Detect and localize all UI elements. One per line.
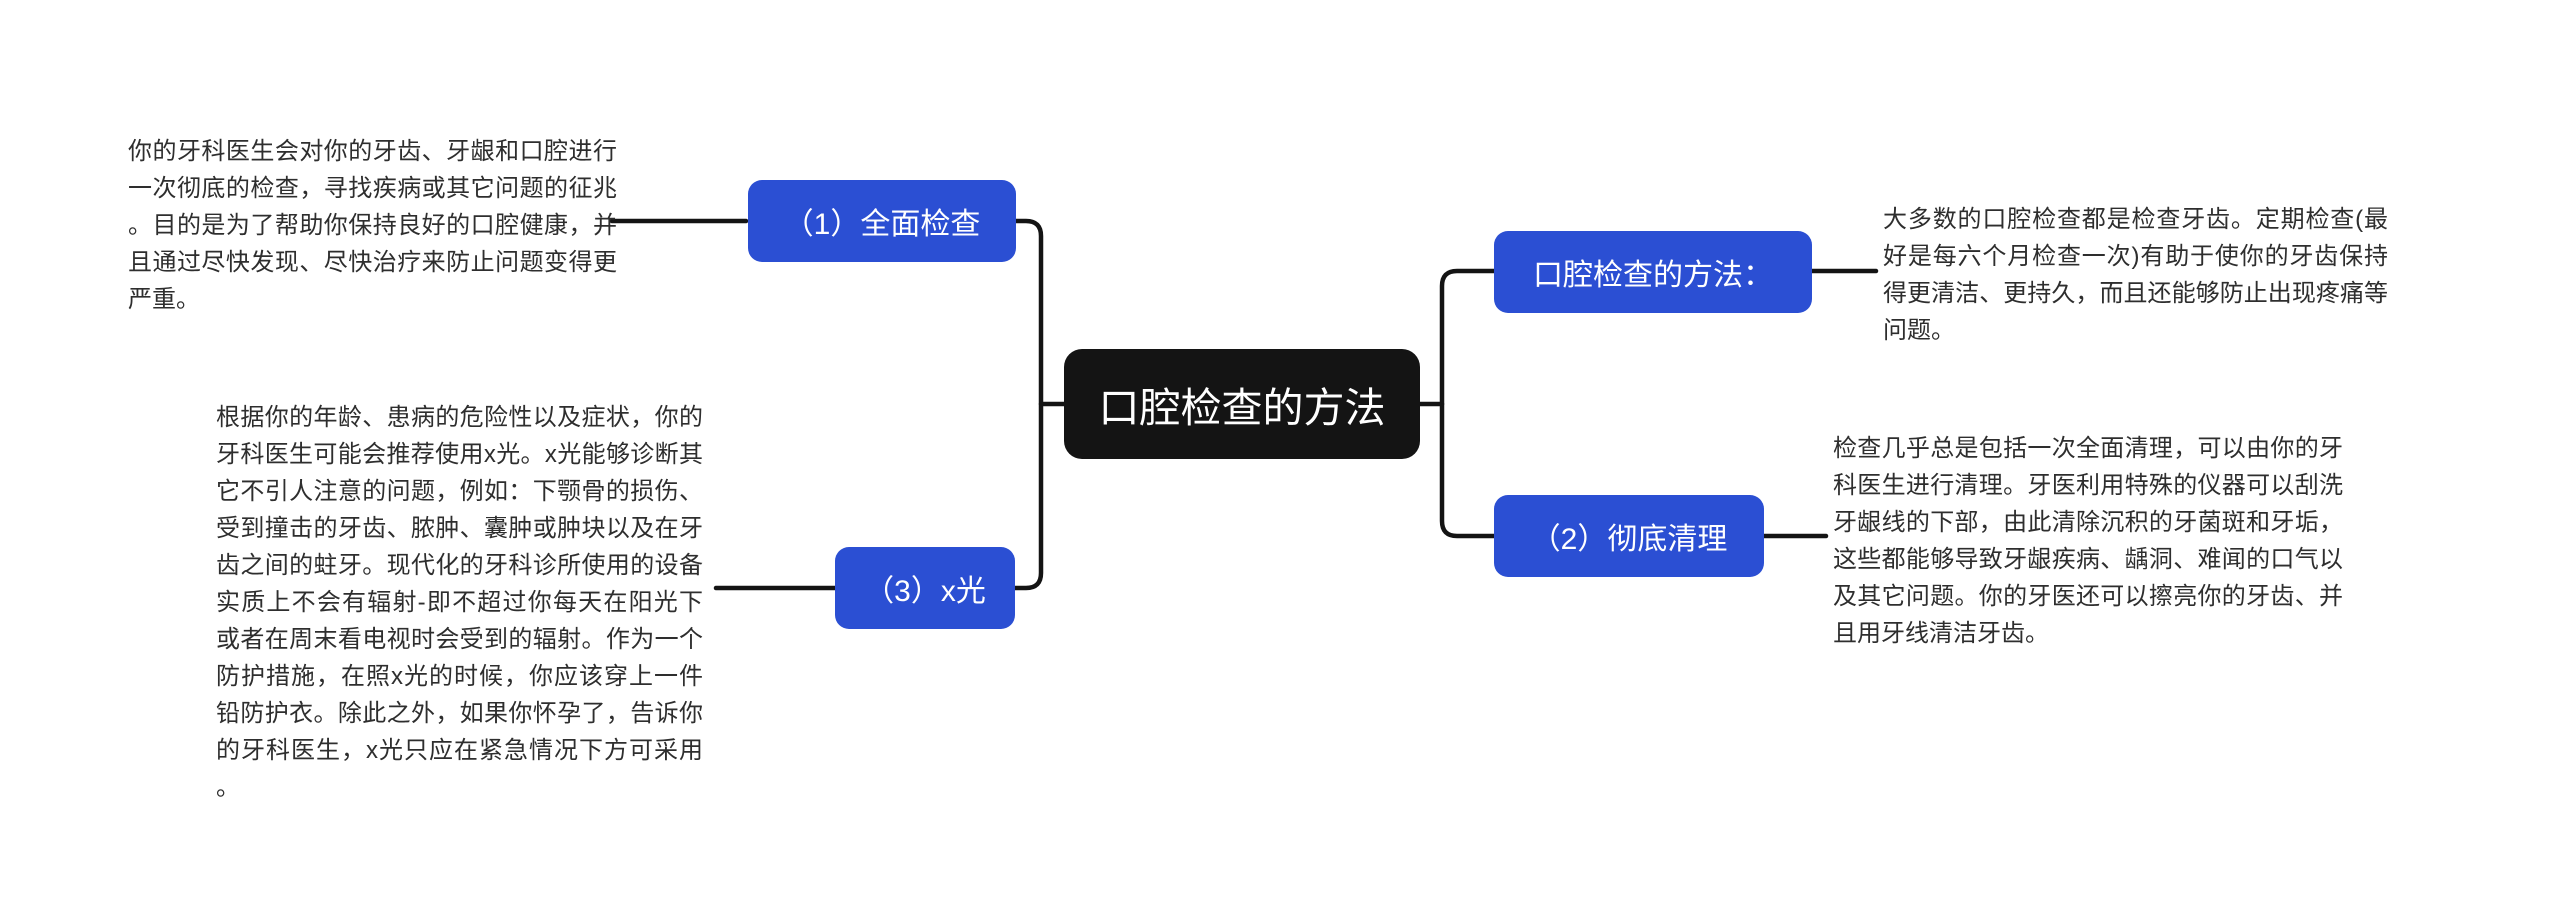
node-cleaning-label: （2）彻底清理	[1530, 523, 1728, 556]
node-xray: （3）x光	[835, 547, 1015, 629]
node-root: 口腔检查的方法	[1064, 349, 1420, 459]
node-cleaning: （2）彻底清理	[1494, 495, 1764, 577]
note-xray: 根据你的年龄、患病的危险性以及症状，你的牙科医生可能会推荐使用x光。x光能够诊断…	[216, 404, 703, 801]
node-full-exam: （1）全面检查	[748, 180, 1016, 262]
node-root-label: 口腔检查的方法	[1098, 385, 1386, 431]
node-methods: 口腔检查的方法：	[1494, 231, 1812, 313]
node-full-exam-label: （1）全面检查	[783, 208, 981, 241]
connector-full-exam-to-xray	[1010, 218, 1044, 591]
note-cleaning: 检查几乎总是包括一次全面清理，可以由你的牙科医生进行清理。牙医利用特殊的仪器可以…	[1833, 435, 2343, 647]
node-methods-label: 口腔检查的方法：	[1533, 259, 1773, 292]
note-methods: 大多数的口腔检查都是检查牙齿。定期检查(最好是每六个月检查一次)有助于使你的牙齿…	[1883, 206, 2388, 344]
note-full-exam: 你的牙科医生会对你的牙齿、牙龈和口腔进行一次彻底的检查，寻找疾病或其它问题的征兆…	[128, 138, 617, 313]
connector-methods-to-cleaning	[1439, 268, 1499, 539]
node-xray-label: （3）x光	[864, 575, 986, 608]
